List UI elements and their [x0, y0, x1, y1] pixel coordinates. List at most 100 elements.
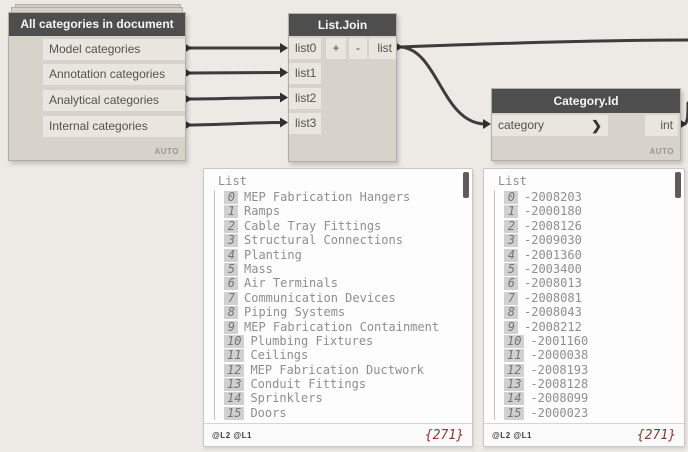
port-connector[interactable] [679, 119, 687, 129]
node-title[interactable]: List.Join [289, 14, 396, 36]
list-index-badge: 14 [224, 392, 245, 406]
output-port-model-categories[interactable]: Model categories [43, 39, 185, 60]
node-list-join[interactable]: List.Join list0 + - list list1 list2 lis… [288, 13, 397, 162]
list-item-value: -2008013 [524, 276, 582, 291]
list-item-value: -2008128 [530, 377, 589, 392]
list-item-value: Planting [244, 247, 302, 262]
lacing-label: AUTO [649, 147, 674, 156]
list-item-value: Doors [250, 405, 287, 420]
list-index-badge: 13 [504, 378, 525, 392]
preview-footer: @L2 @L1 {271} [204, 423, 472, 446]
list-index-badge: 5 [504, 262, 518, 276]
list-item: 15-2000023 [504, 406, 674, 420]
port-connector[interactable] [184, 94, 192, 104]
input-port-list3[interactable]: list3 [289, 113, 321, 134]
node-title[interactable]: Category.Id [492, 89, 680, 113]
list-item: 2 -2008126 [504, 219, 674, 233]
list-item-value: Cable Tray Fittings [244, 218, 382, 233]
list-item: 12-2008193 [504, 363, 674, 377]
list-item-value: -2008126 [524, 218, 582, 233]
scrollbar-thumb[interactable] [675, 172, 681, 198]
port-connector[interactable] [184, 68, 192, 78]
list-item-value: Conduit Fittings [250, 377, 367, 392]
list-item-value: MEP Fabrication Containment [244, 319, 440, 334]
node-category-id[interactable]: Category.Id category ❯ int AUTO [491, 88, 681, 161]
port-connector[interactable] [280, 43, 288, 53]
list-item-value: -2009030 [524, 233, 582, 248]
list-index-badge: 2 [504, 219, 518, 233]
list-level-chevron-icon[interactable]: ❯ [591, 118, 602, 133]
input-port-category[interactable]: category ❯ [492, 115, 608, 136]
node-title[interactable]: All categories in document [9, 13, 185, 36]
list-index-badge: 0 [224, 191, 238, 204]
list-item-value: Communication Devices [244, 290, 396, 305]
wire[interactable] [399, 45, 487, 126]
add-input-button[interactable]: + [326, 38, 346, 59]
port-connector[interactable] [395, 42, 403, 52]
list-index-badge: 4 [504, 248, 518, 262]
output-port-list[interactable]: list [369, 38, 396, 59]
list-index-badge: 1 [224, 205, 238, 219]
output-port-analytical-categories[interactable]: Analytical categories [43, 90, 185, 111]
list-item-value: -2003400 [524, 261, 582, 276]
list-index-badge: 7 [224, 291, 238, 305]
output-port-internal-categories[interactable]: Internal categories [43, 116, 185, 137]
wire[interactable] [188, 96, 284, 101]
list-index-badge: 12 [504, 363, 525, 377]
node-all-categories-in-document[interactable]: All categories in document Model categor… [8, 12, 186, 161]
preview-list: 0-2008203 1-2000180 2-2008126 3-2009030 … [494, 190, 674, 421]
list-item-value: Ramps [244, 204, 281, 219]
wire[interactable] [188, 121, 284, 127]
list-item-value: -2001160 [530, 333, 589, 348]
list-item: 6 -2008013 [504, 276, 674, 291]
input-port-label: category [498, 118, 545, 132]
output-port-int[interactable]: int [645, 115, 678, 136]
list-index-badge: 10 [504, 334, 525, 348]
port-connector[interactable] [280, 117, 288, 128]
list-item-value: -2008099 [530, 391, 589, 406]
list-index-badge: 8 [504, 306, 518, 320]
list-index-badge: 14 [504, 392, 525, 406]
port-connector[interactable] [483, 119, 491, 129]
port-connector[interactable] [184, 43, 192, 53]
wire[interactable] [399, 38, 688, 49]
input-port-list0[interactable]: list0 [289, 38, 321, 59]
remove-input-button[interactable]: - [349, 38, 367, 59]
list-index-badge: 6 [504, 277, 518, 291]
list-item: 8-2008043 [504, 305, 674, 320]
levels-label[interactable]: @L2 @L1 [212, 430, 252, 440]
list-item: 14 -2008099 [504, 391, 674, 406]
port-connector[interactable] [280, 92, 288, 103]
scrollbar-thumb[interactable] [463, 172, 469, 198]
port-connector[interactable] [184, 120, 192, 130]
levels-label[interactable]: @L2 @L1 [492, 430, 532, 440]
list-index-badge: 0 [504, 191, 518, 204]
output-port-annotation-categories[interactable]: Annotation categories [43, 64, 185, 85]
list-item-value: -2008203 [524, 190, 582, 204]
list-item: 11-2000038 [504, 348, 674, 363]
list-item-value: -2008081 [524, 290, 582, 305]
list-index-badge: 6 [224, 277, 238, 291]
wire[interactable] [188, 71, 284, 75]
list-count-badge: {271} [636, 427, 676, 443]
lacing-label: AUTO [154, 147, 179, 156]
list-index-badge: 12 [224, 363, 245, 377]
port-connector[interactable] [280, 67, 288, 78]
input-port-list2[interactable]: list2 [289, 88, 321, 109]
input-port-list1[interactable]: list1 [289, 63, 321, 84]
list-item: 0 -2008203 [504, 190, 674, 204]
list-item: 10 -2001160 [504, 334, 674, 348]
list-count-badge: {271} [424, 427, 464, 443]
preview-bubble-ids[interactable]: List 0-2008203 1-2000180 2-2008126 3-200… [483, 168, 685, 447]
preview-root-label: List [498, 174, 527, 188]
